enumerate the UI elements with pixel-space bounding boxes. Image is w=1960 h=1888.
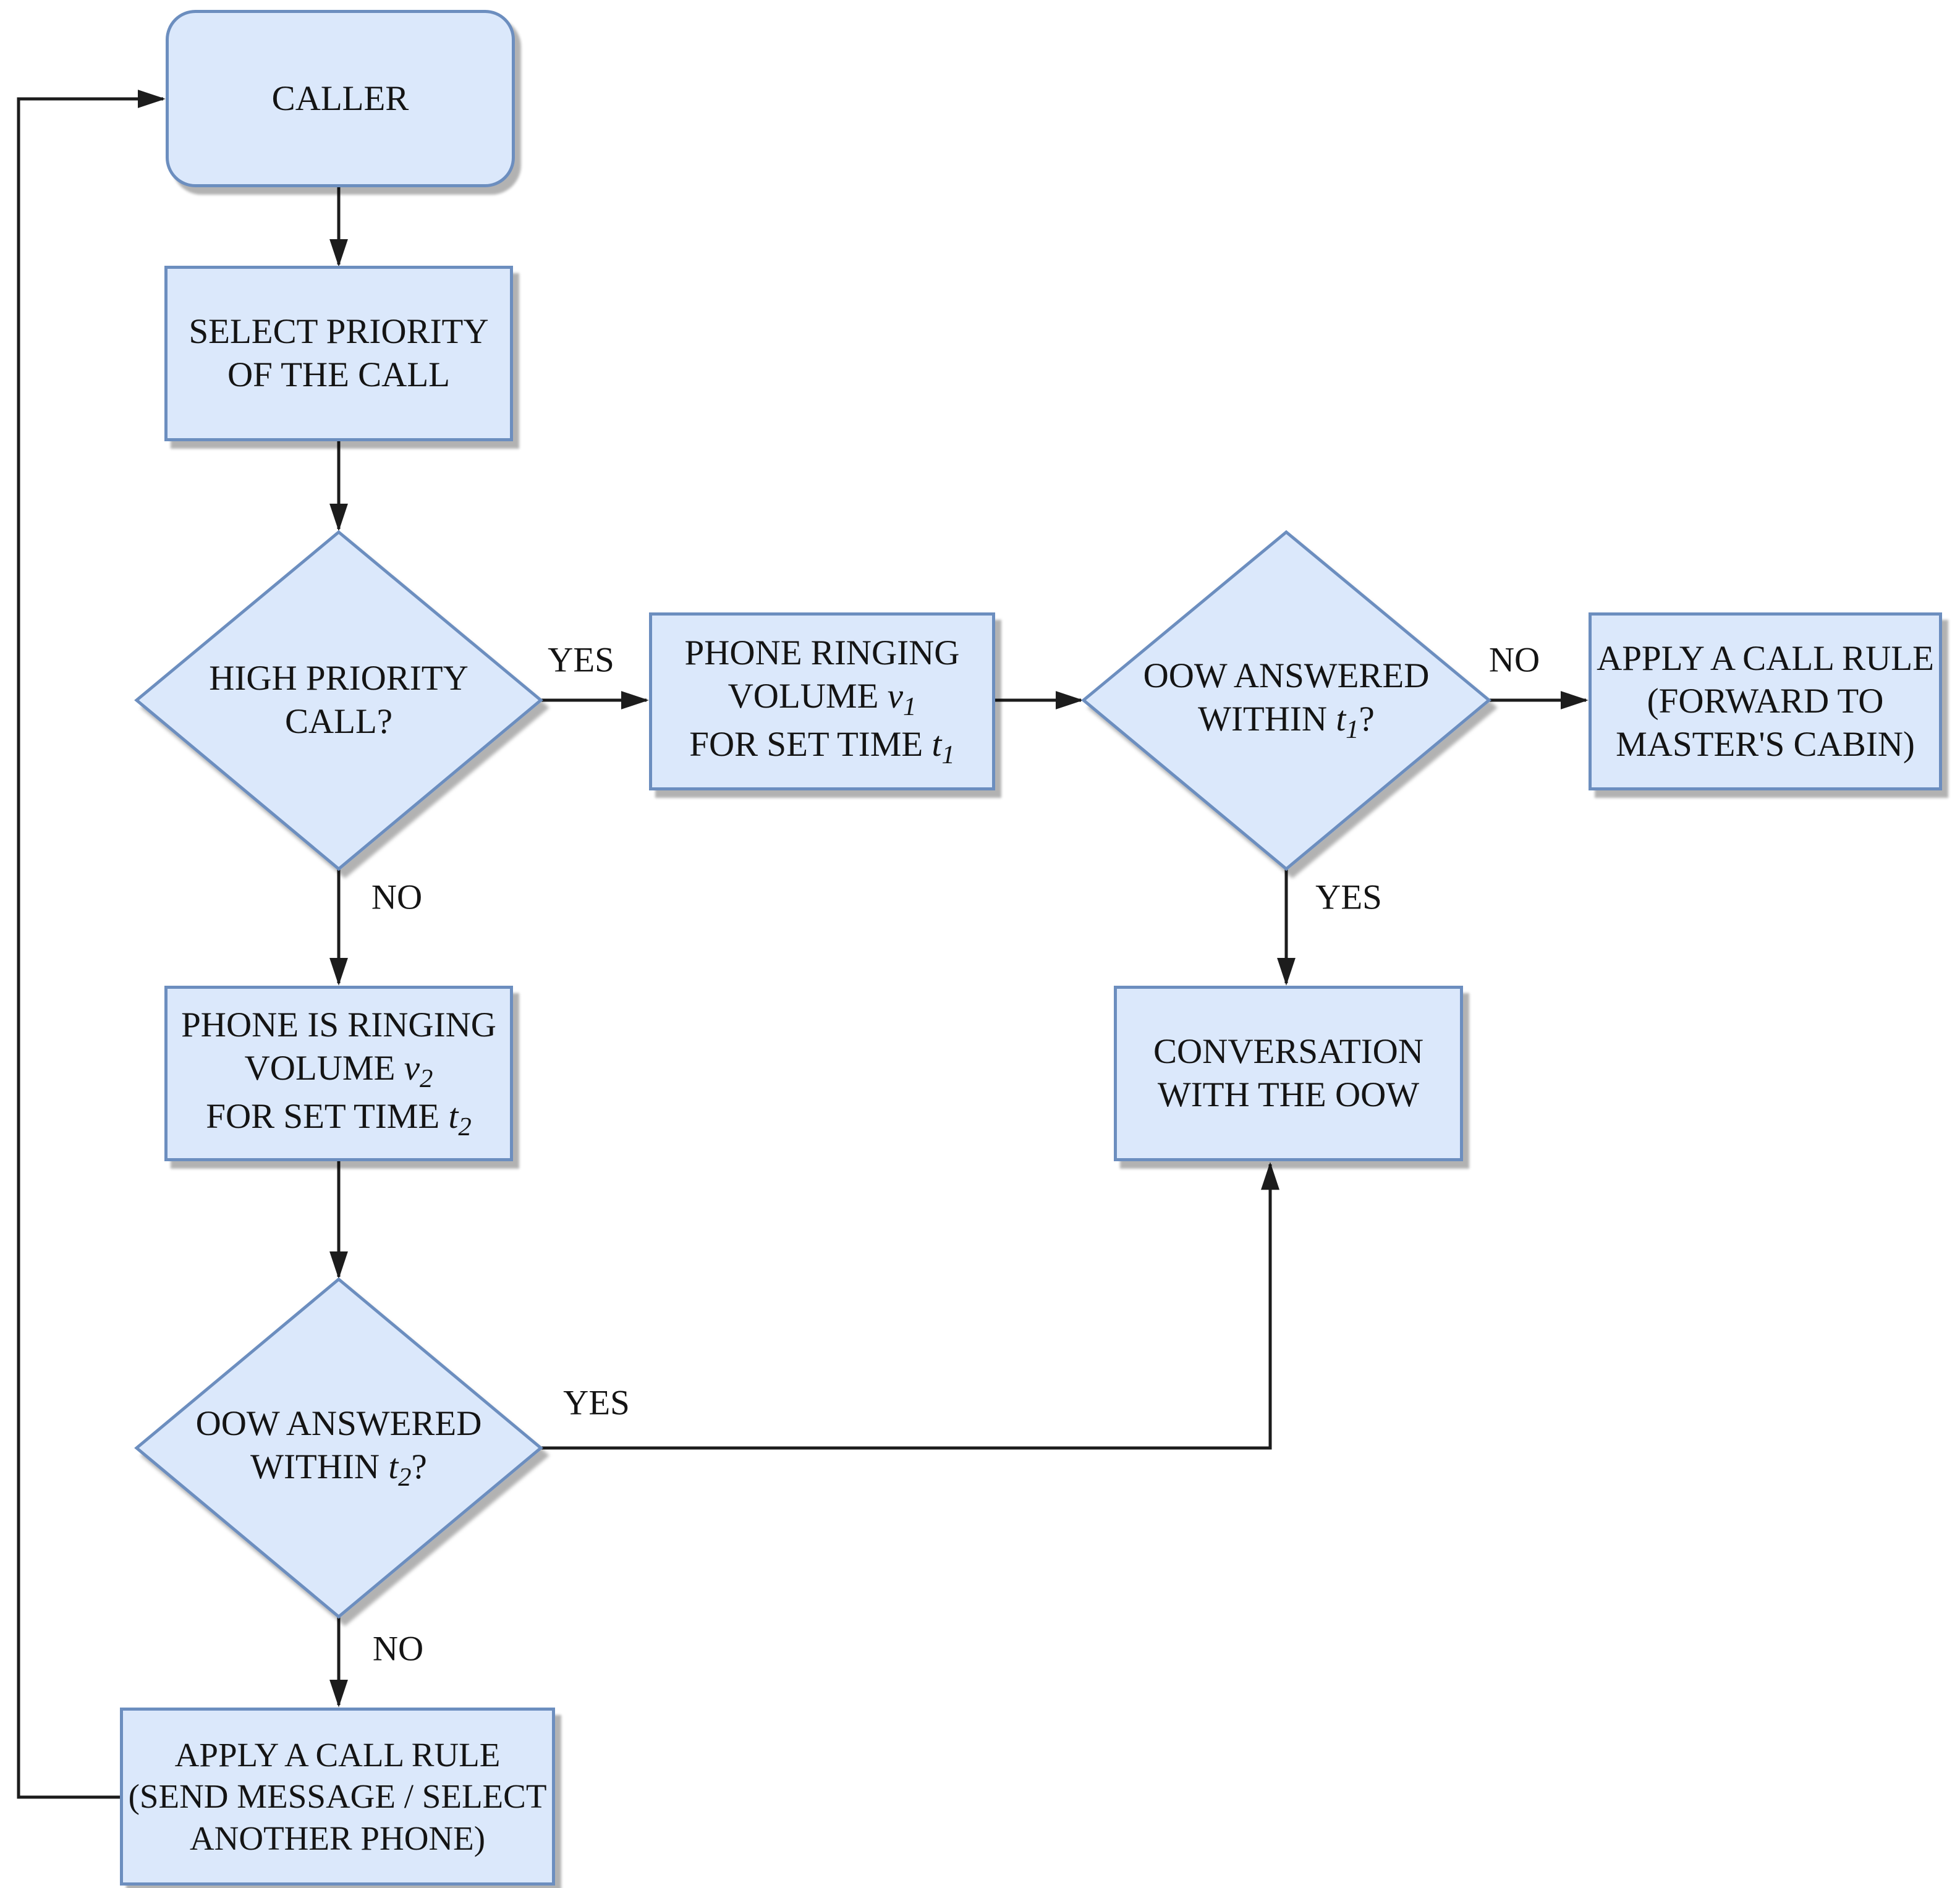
node-caller-label: CALLER: [271, 78, 409, 118]
decision-oow-answered-t1: [1081, 530, 1491, 871]
edge-label-d2-yes: YES: [1315, 878, 1382, 917]
node-select-priority: SELECT PRIORITY OF THE CALL: [164, 266, 513, 441]
edge-label-d1-no: NO: [371, 878, 423, 917]
edge-apply-send-loop-to-caller: [17, 90, 166, 1799]
node-oow-answered-t2-label: OOW ANSWERED WITHIN t2?: [195, 1404, 482, 1492]
node-conversation-oow: CONVERSATION WITH THE OOW: [1114, 986, 1463, 1161]
decision-oow-answered-t2: [134, 1277, 543, 1619]
node-high-priority-call-label: HIGH PRIORITY CALL?: [209, 659, 469, 741]
node-caller: CALLER: [166, 10, 515, 187]
node-apply-rule-send: APPLY A CALL RULE (SEND MESSAGE / SELECT…: [120, 1708, 555, 1886]
edge-oow-t2-yes-to-conversation: [541, 1162, 1279, 1450]
node-phone-ringing-v1: PHONE RINGING VOLUME v1 FOR SET TIME t1: [649, 612, 995, 790]
edge-label-d1-yes: YES: [548, 640, 614, 680]
node-apply-rule-forward: APPLY A CALL RULE (FORWARD TO MASTER'S C…: [1589, 612, 1942, 790]
edge-label-d3-yes: YES: [563, 1383, 630, 1423]
decision-high-priority-call: [134, 530, 543, 871]
node-phone-ringing-v2: PHONE IS RINGING VOLUME v2 FOR SET TIME …: [164, 986, 513, 1161]
edge-label-d2-no: NO: [1488, 640, 1540, 680]
node-oow-answered-t1-label: OOW ANSWERED WITHIN t1?: [1143, 656, 1430, 744]
edge-label-d3-no: NO: [372, 1629, 424, 1669]
